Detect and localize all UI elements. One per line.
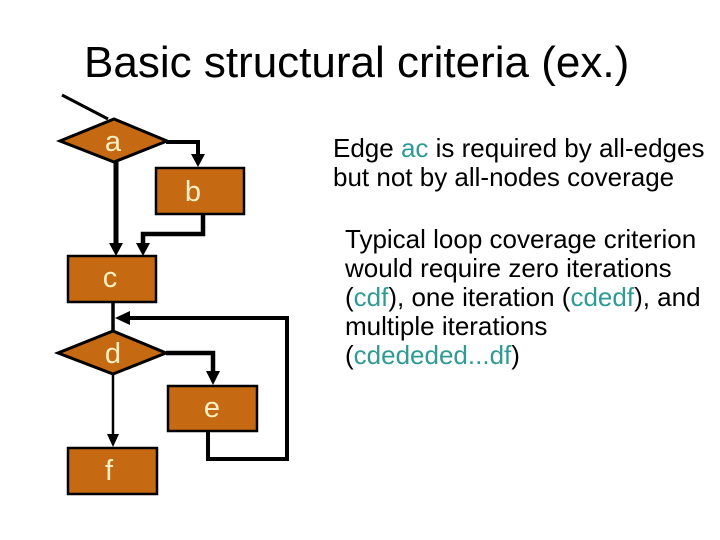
edge-e-d-loop (130, 316, 289, 461)
node-d-label: d (105, 338, 121, 370)
text-segment: ( (345, 282, 354, 312)
node-a-label: a (105, 126, 122, 158)
node-d (53, 329, 170, 376)
edge-d-e (166, 350, 216, 372)
node-e (166, 384, 259, 433)
text-line: (cdededed...df) (345, 341, 701, 370)
text-segment: ), one iteration ( (388, 282, 571, 312)
edge-d-f-arrowhead (107, 434, 119, 447)
node-f (66, 446, 159, 496)
highlighted-path-cdedf: cdedf (570, 282, 635, 312)
text-segment: multiple iterations (345, 311, 548, 341)
text-segment: ), and (634, 282, 701, 312)
node-e-label: e (204, 392, 220, 424)
text-line: but not by all-nodes coverage (333, 163, 704, 192)
node-b-label: b (185, 176, 201, 208)
node-f-label: f (105, 455, 114, 487)
highlighted-path-cdededed-df: cdededed...df (353, 340, 512, 370)
highlighted-path-cdf: cdf (353, 282, 389, 312)
text-line: (cdf), one iteration (cdedf), and (345, 283, 701, 312)
entry-edge (61, 93, 109, 121)
text-segment: would require zero iterations (345, 253, 672, 283)
edge-a-b-arrowhead (191, 154, 205, 167)
slide-title: Basic structural criteria (ex.) (84, 38, 630, 87)
node-c-label: c (103, 262, 118, 294)
text-segment: Edge (333, 133, 401, 163)
text-line: would require zero iterations (345, 254, 701, 283)
note-edge-coverage: Edge ac is required by all-edges but not… (333, 134, 704, 192)
edge-e-d-loop-arrowhead (115, 311, 130, 325)
text-segment: but not by all-nodes coverage (333, 162, 675, 192)
text-line: Typical loop coverage criterion (345, 225, 701, 254)
text-segment: Typical loop coverage criterion (345, 224, 697, 254)
edge-d-e-arrowhead (206, 371, 220, 385)
node-a (55, 117, 171, 164)
edge-b-c (140, 214, 206, 245)
flowchart-diagram: a b c d e f (53, 93, 289, 496)
edge-a-c-arrowhead (109, 243, 123, 256)
text-line: multiple iterations (345, 312, 701, 341)
edge-a-b (166, 140, 200, 155)
text-segment: is required by all-edges (428, 133, 705, 163)
text-segment: ( (345, 340, 354, 370)
node-c (66, 254, 158, 304)
text-segment: ) (511, 340, 520, 370)
note-loop-coverage: Typical loop coverage criterion would re… (345, 225, 701, 370)
text-line: Edge ac is required by all-edges (333, 134, 704, 163)
node-b (154, 166, 246, 216)
edge-b-c-arrowhead (136, 243, 150, 256)
highlighted-path-ac: ac (400, 133, 429, 163)
